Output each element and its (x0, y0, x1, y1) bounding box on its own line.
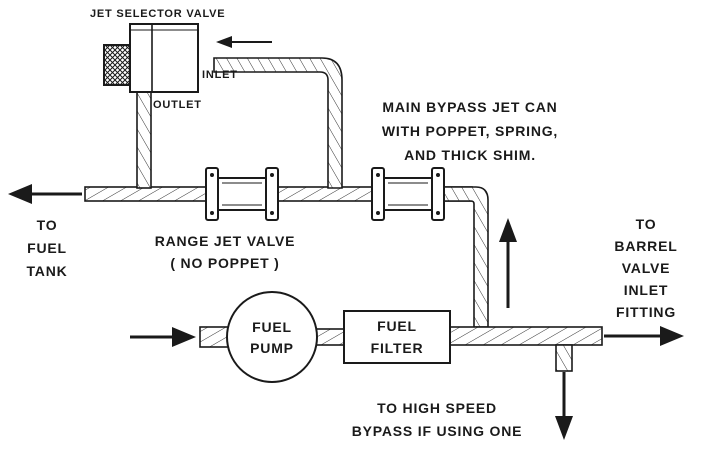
to-fuel-tank-line-3: TANK (26, 263, 67, 279)
to-barrel-line-5: FITTING (616, 304, 676, 320)
main-bypass-jet-can (371, 167, 445, 221)
range-jet-label-line-1: RANGE JET VALVE (155, 233, 296, 249)
fuel-pump (226, 291, 318, 383)
high-speed-label-line-1: TO HIGH SPEED (377, 400, 497, 416)
lower-fuel-line (199, 326, 603, 372)
jet-selector-valve-title: JET SELECTOR VALVE (90, 8, 225, 20)
fuel-pump-label-line-2: PUMP (250, 340, 294, 356)
range-jet-valve (205, 167, 279, 221)
fuel-filter-label-line-1: FUEL (377, 318, 417, 334)
outlet-pipe (136, 91, 152, 189)
riser-pipe (441, 186, 489, 328)
arrow-pump-in (130, 327, 196, 347)
fuel-filter (343, 310, 451, 364)
high-speed-label-line-2: BYPASS IF USING ONE (352, 423, 523, 439)
fuel-filter-label-line-2: FILTER (371, 340, 424, 356)
to-barrel-line-3: VALVE (622, 260, 671, 276)
inlet-pipe (213, 57, 343, 189)
arrow-inlet-flow (216, 36, 272, 48)
to-barrel-line-1: TO (636, 216, 657, 232)
arrow-high-speed-down (555, 372, 573, 440)
arrow-to-fuel-tank (8, 184, 82, 204)
arrow-riser-up (499, 218, 517, 308)
outlet-label: OUTLET (153, 99, 202, 111)
jet-selector-valve (103, 23, 199, 93)
main-bypass-label-line-2: WITH POPPET, SPRING, (382, 123, 558, 139)
main-bypass-label-line-3: AND THICK SHIM. (404, 147, 536, 163)
to-fuel-tank-line-2: FUEL (27, 240, 67, 256)
main-bypass-label-line-1: MAIN BYPASS JET CAN (382, 99, 557, 115)
to-barrel-line-4: INLET (624, 282, 668, 298)
inlet-label: INLET (202, 69, 238, 81)
arrow-to-barrel-valve (604, 326, 684, 346)
range-jet-label-line-2: ( NO POPPET ) (170, 255, 279, 271)
to-barrel-line-2: BARREL (614, 238, 677, 254)
fuel-pump-label-line-1: FUEL (252, 319, 292, 335)
to-fuel-tank-line-1: TO (37, 217, 58, 233)
